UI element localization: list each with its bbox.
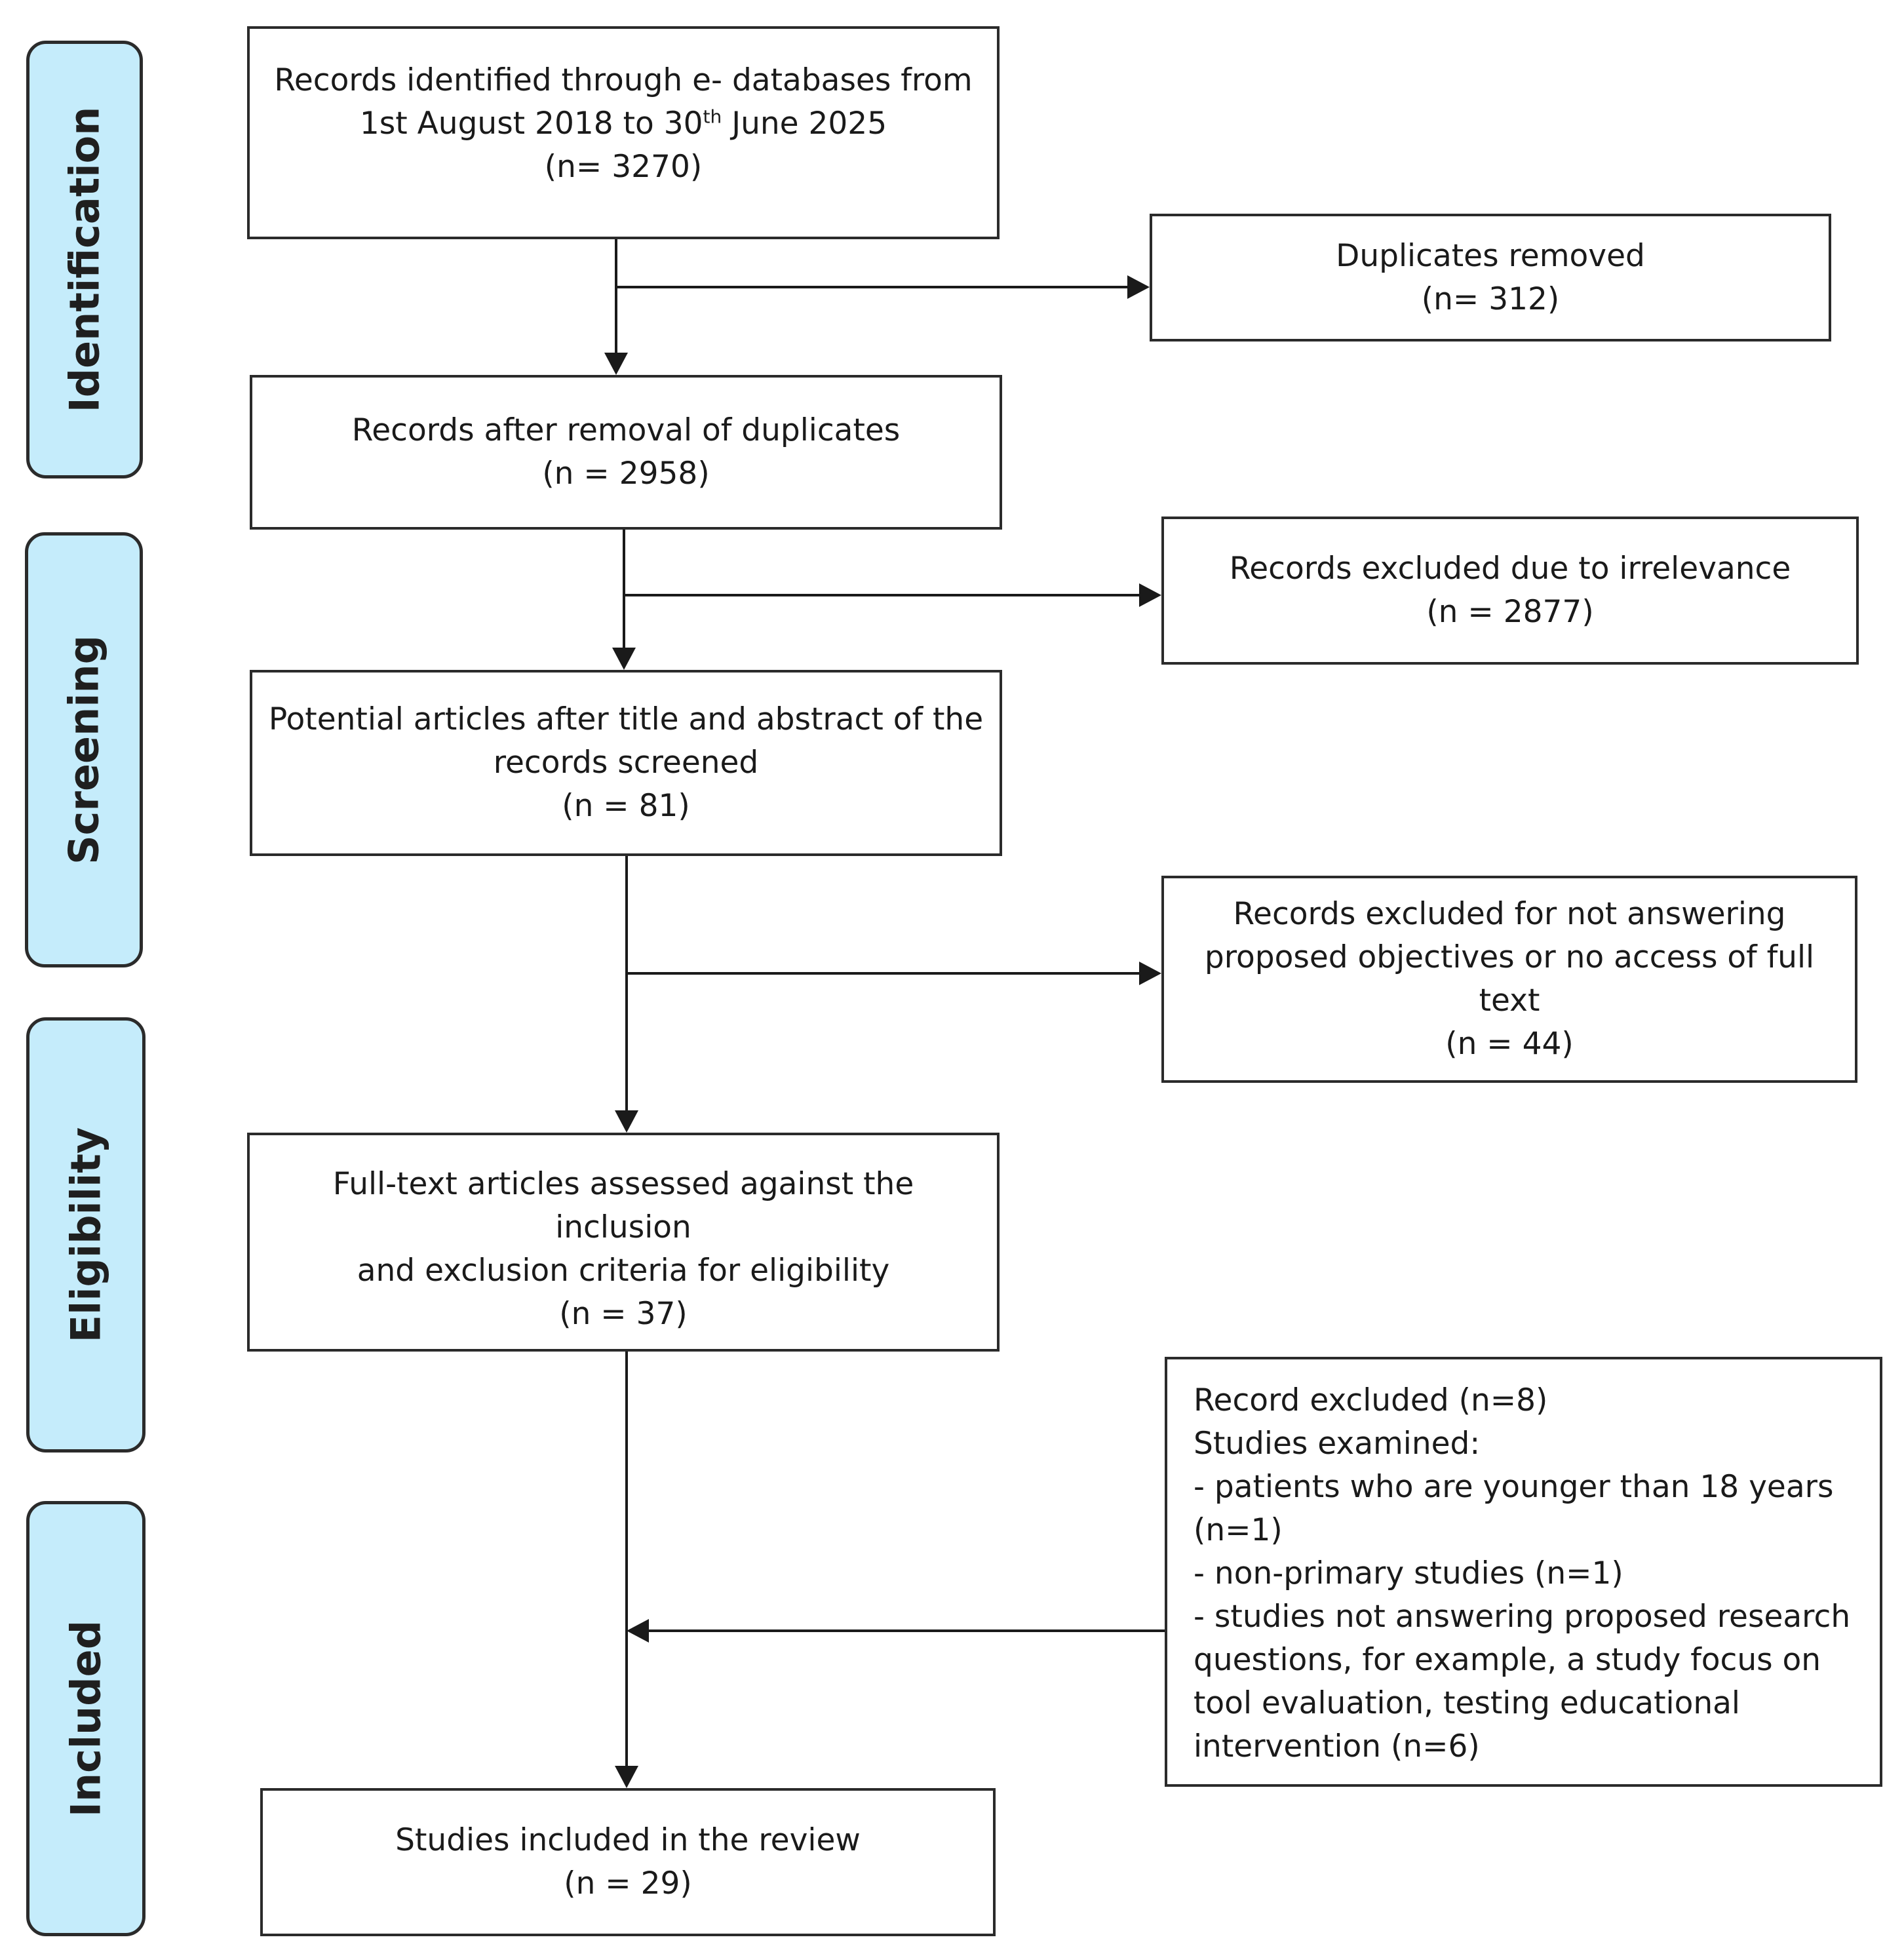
phase-screening: Screening [25,532,143,967]
record-excluded-line: Studies examined: [1194,1426,1481,1462]
potential-articles-box: Potential articles after title and abstr… [250,670,1002,856]
record-excluded-line: - non-primary studies (n=1) [1194,1555,1623,1591]
records-identified-line2: 1st August 2018 to 30th June 2025 [360,102,887,146]
studies-included-title: Studies included in the review [395,1822,861,1858]
arrowhead-down-after-duplicates [604,353,628,375]
arrowhead-left-record-excluded [627,1619,649,1643]
fulltext-assessed-line1: Full-text articles assessed against the … [332,1166,914,1245]
record-excluded-line: tool evaluation, testing educational [1194,1685,1740,1721]
excluded-objectives-box: Records excluded for not answering propo… [1161,876,1857,1083]
potential-articles-count: (n = 81) [562,788,690,824]
excluded-objectives-line3: text [1479,983,1540,1019]
records-identified-line1: Records identified through e- databases … [274,62,973,98]
duplicates-removed-count: (n= 312) [1421,281,1560,317]
excluded-objectives-line1: Records excluded for not answering [1233,896,1786,932]
arrowhead-down-fulltext [615,1110,638,1133]
after-duplicates-box: Records after removal of duplicates (n =… [250,375,1002,530]
fulltext-assessed-count: (n = 37) [559,1296,688,1332]
arrowhead-down-included [615,1766,638,1788]
after-duplicates-count: (n = 2958) [542,456,710,492]
phase-identification: Identification [26,41,143,478]
fulltext-assessed-line2: and exclusion criteria for eligibility [357,1253,890,1289]
record-excluded-line: - patients who are younger than 18 years [1194,1469,1834,1505]
record-excluded-line: Record excluded (n=8) [1194,1382,1548,1418]
record-excluded-line: (n=1) [1194,1512,1283,1548]
arrowhead-right-irrelevance [1139,583,1161,607]
after-duplicates-title: Records after removal of duplicates [351,412,901,448]
duplicates-removed-title: Duplicates removed [1336,237,1645,274]
arrowhead-right-duplicates [1127,275,1150,299]
records-identified-line2-post: June 2025 [722,106,887,142]
records-identified-line2-sup: th [703,106,722,128]
studies-included-box: Studies included in the review (n = 29) [260,1788,996,1936]
phase-included: Included [26,1501,146,1936]
studies-included-count: (n = 29) [564,1865,692,1901]
excluded-objectives-count: (n = 44) [1445,1026,1574,1062]
excluded-irrelevance-box: Records excluded due to irrelevance (n =… [1161,517,1859,665]
excluded-irrelevance-count: (n = 2877) [1426,594,1594,630]
record-excluded-box: Record excluded (n=8) Studies examined: … [1165,1357,1882,1787]
potential-articles-line1: Potential articles after title and abstr… [268,701,984,737]
duplicates-removed-box: Duplicates removed (n= 312) [1150,214,1831,341]
excluded-irrelevance-title: Records excluded due to irrelevance [1229,551,1791,587]
record-excluded-line: intervention (n=6) [1194,1728,1480,1765]
arrowhead-right-objectives [1139,962,1161,985]
records-identified-box: Records identified through e- databases … [247,26,1000,239]
excluded-objectives-line2: proposed objectives or no access of full [1204,939,1815,975]
record-excluded-line: questions, for example, a study focus on [1194,1642,1821,1678]
record-excluded-line: - studies not answering proposed researc… [1194,1599,1851,1635]
phase-eligibility: Eligibility [26,1017,146,1453]
records-identified-count: (n= 3270) [544,149,703,185]
potential-articles-line2: records screened [493,745,759,781]
records-identified-line2-pre: 1st August 2018 to 30 [359,106,703,142]
arrowhead-down-potential [612,648,636,670]
fulltext-assessed-box: Full-text articles assessed against the … [247,1133,1000,1352]
